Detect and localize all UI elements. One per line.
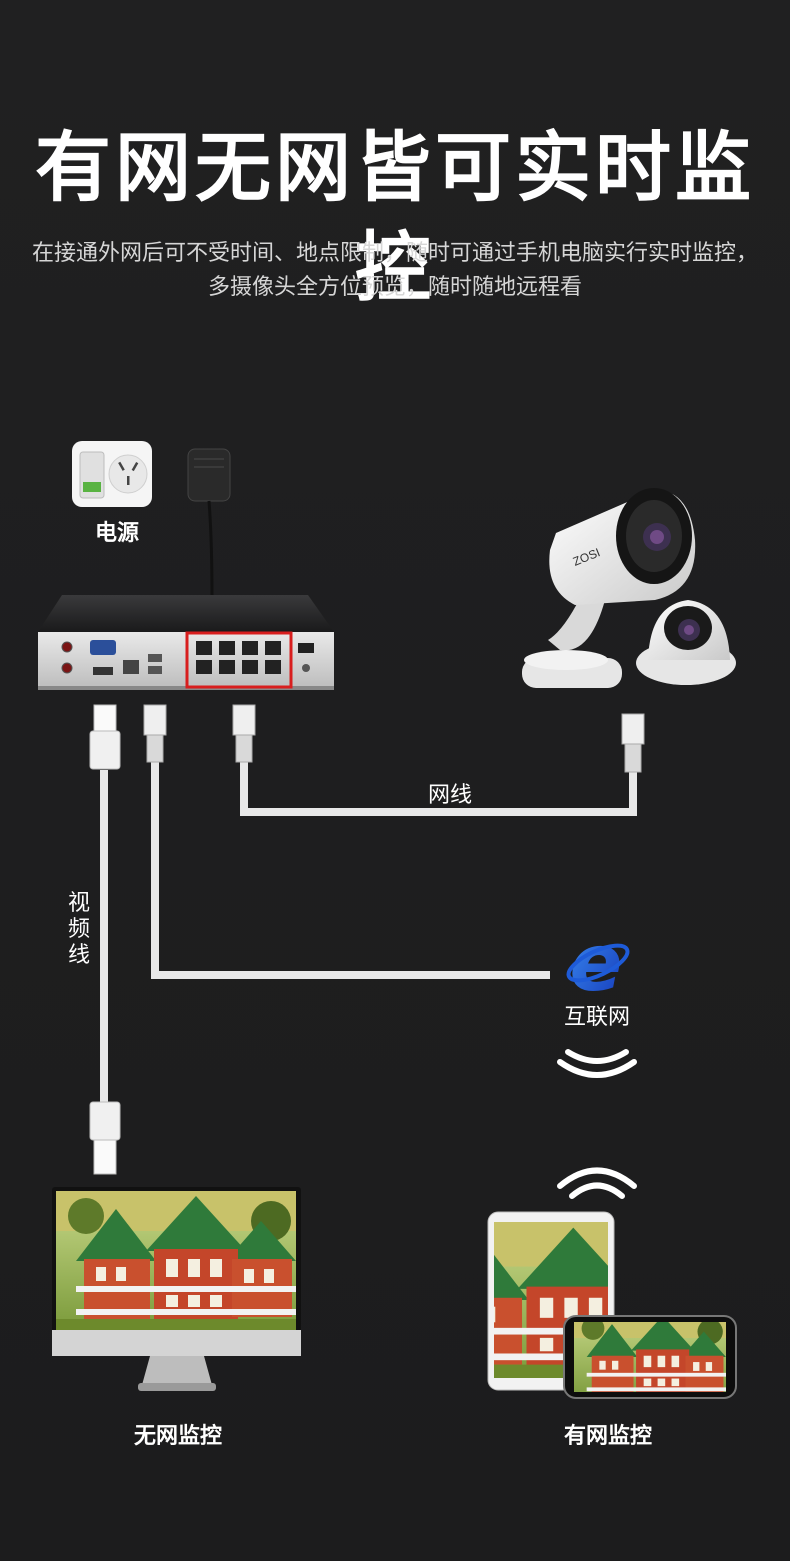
internet-label: 互联网 [563, 1004, 630, 1029]
nvr-recorder [38, 595, 334, 690]
network-cable-label: 网线 [427, 782, 472, 807]
internet-explorer-icon: e [566, 919, 630, 1009]
wifi-signal-icon-internet [557, 1049, 637, 1078]
rj45-connector-nvr-camera [232, 704, 256, 763]
poe-ports-highlight [185, 631, 293, 689]
smartphone-device [563, 1315, 737, 1399]
bullet-camera: ZOSI [522, 488, 696, 688]
power-socket-icon [72, 441, 152, 507]
dome-camera [636, 600, 736, 685]
power-adapter-icon [187, 448, 231, 599]
wifi-signal-icon-mobile [557, 1167, 637, 1199]
power-label: 电源 [94, 520, 139, 545]
svg-text:e: e [570, 919, 623, 1009]
page-title: 有网无网皆可实时监控 [35, 123, 755, 312]
hdmi-connector-top [89, 704, 121, 770]
video-cable-label: 视频线 [67, 890, 90, 967]
rj45-connector-nvr-internet [143, 704, 167, 763]
offline-monitor-label: 无网监控 [133, 1423, 222, 1448]
hdmi-connector-bottom [89, 1101, 121, 1175]
cables [100, 762, 637, 1102]
page-subtitle: 在接通外网后可不受时间、地点限制，随时可通过手机电脑实行实时监控，多摄像头全方位… [31, 240, 758, 299]
rj45-connector-camera [621, 713, 645, 773]
desktop-monitor [52, 1187, 301, 1391]
online-monitor-label: 有网监控 [563, 1423, 652, 1448]
